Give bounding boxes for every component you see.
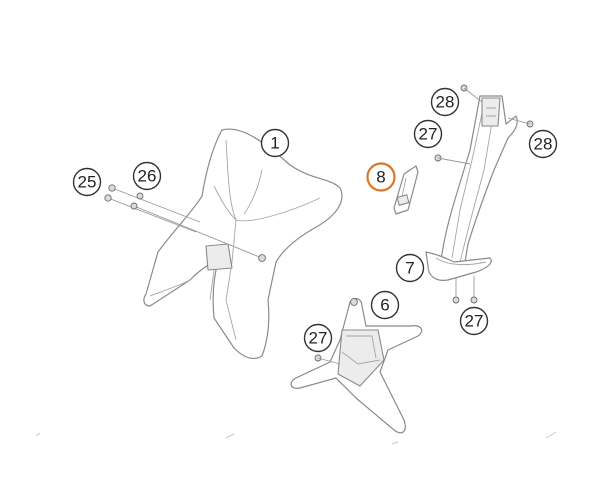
callout-27-bottom-right: 27 <box>459 306 489 336</box>
callout-28-right: 28 <box>528 129 558 159</box>
callout-27-top: 27 <box>413 119 443 149</box>
screw-icon <box>108 184 116 192</box>
callout-28-top: 28 <box>430 87 460 117</box>
screw-icon <box>258 254 266 262</box>
screw-icon <box>104 194 112 202</box>
callout-6-label: 6 <box>380 296 389 315</box>
callout-7-label: 7 <box>405 259 414 278</box>
callout-27-left: 27 <box>303 323 333 353</box>
callout-25: 25 <box>72 167 102 197</box>
callout-27-bottom-right-label: 27 <box>465 312 484 331</box>
callout-28-top-label: 28 <box>436 93 455 112</box>
screw-icon <box>470 296 478 304</box>
decorative-ticks <box>35 431 557 445</box>
screw-icon <box>350 298 358 306</box>
screw-icon <box>136 192 144 200</box>
callout-1: 1 <box>260 128 290 158</box>
callout-25-label: 25 <box>78 173 97 192</box>
part-8-clip <box>393 165 419 215</box>
part-1-headlight-mask <box>143 128 343 360</box>
screw-icon <box>130 202 138 210</box>
callout-6: 6 <box>370 290 400 320</box>
callout-26: 26 <box>132 161 162 191</box>
screw-set-25-26 <box>104 184 266 262</box>
callout-7: 7 <box>395 253 425 283</box>
callout-1-label: 1 <box>270 134 279 153</box>
callout-8-label: 8 <box>376 168 385 187</box>
part-6-stand <box>290 297 423 434</box>
callout-27-top-label: 27 <box>419 125 438 144</box>
part-7-bracket <box>425 84 534 304</box>
callout-27-left-label: 27 <box>309 329 328 348</box>
screw-icon <box>452 296 460 304</box>
callout-26-label: 26 <box>138 167 157 186</box>
callout-8: 8 <box>366 162 396 192</box>
callout-28-right-label: 28 <box>534 135 553 154</box>
